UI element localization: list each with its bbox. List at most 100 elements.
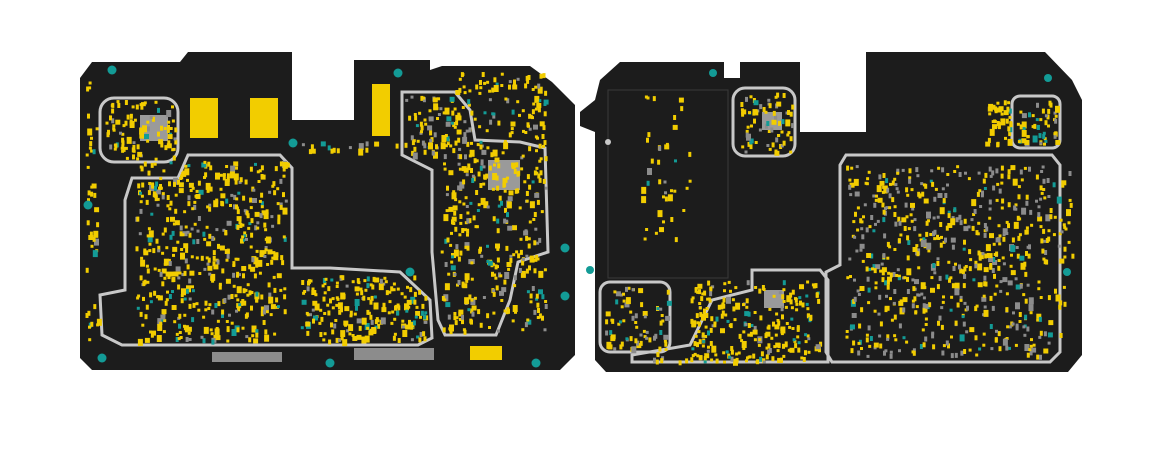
component-pad (1039, 185, 1043, 191)
component-pad (454, 320, 458, 326)
component-pad (527, 75, 531, 80)
circle-dot-icon (83, 200, 93, 210)
component-pad (772, 110, 776, 116)
component-pad (537, 173, 541, 179)
component-pad (1027, 253, 1031, 259)
component-pad (528, 220, 532, 224)
component-pad (413, 291, 417, 297)
component-pad (787, 131, 791, 135)
component-pad (1031, 347, 1037, 353)
component-pad (685, 358, 689, 364)
component-pad (183, 325, 189, 331)
component-pad (981, 252, 985, 256)
component-pad (1043, 331, 1047, 337)
component-pad (1010, 165, 1016, 171)
component-pad (980, 194, 984, 198)
component-pad (392, 282, 396, 286)
component-pad (942, 295, 945, 299)
component-pad (263, 255, 267, 258)
component-pad (861, 259, 865, 263)
component-pad (538, 99, 542, 103)
component-pad (210, 332, 214, 336)
component-pad (492, 173, 498, 180)
component-pad (449, 324, 454, 332)
component-pad (747, 333, 751, 337)
component-pad (703, 290, 707, 296)
component-pad (857, 350, 861, 356)
component-pad (1067, 221, 1071, 225)
component-pad (492, 150, 496, 156)
component-pad (709, 327, 713, 333)
component-pad (155, 189, 161, 195)
component-pad (475, 190, 479, 195)
component-pad (168, 207, 172, 211)
component-pad (909, 213, 913, 217)
component-pad (450, 260, 454, 264)
component-pad (726, 296, 731, 304)
component-pad (709, 287, 713, 291)
component-pad (367, 311, 371, 315)
component-pad (789, 347, 795, 353)
component-pad (320, 316, 324, 322)
component-pad (768, 348, 772, 353)
component-pad (284, 199, 288, 203)
component-pad (233, 161, 239, 167)
component-pad (662, 195, 665, 199)
component-pad (1017, 140, 1021, 144)
component-pad (1059, 218, 1063, 222)
component-pad (137, 294, 141, 298)
component-pad (958, 264, 961, 270)
component-pad (368, 330, 374, 336)
component-pad (409, 287, 413, 293)
component-pad (521, 328, 525, 332)
component-pad (905, 340, 909, 344)
component-pad (922, 342, 926, 348)
component-pad (242, 288, 246, 294)
component-pad (463, 91, 467, 95)
component-pad (617, 322, 621, 326)
component-pad (1025, 194, 1029, 200)
component-pad (891, 197, 895, 203)
component-pad (899, 307, 905, 315)
component-pad (171, 290, 174, 293)
component-pad (136, 157, 140, 161)
component-pad (255, 329, 259, 335)
component-pad (873, 309, 877, 313)
component-pad (946, 183, 949, 187)
component-pad (166, 128, 170, 134)
component-pad (804, 350, 807, 356)
component-pad (870, 215, 874, 220)
circle-dot-icon (288, 138, 298, 148)
component-pad (945, 340, 949, 346)
component-pad (674, 237, 678, 243)
component-pad (1038, 335, 1042, 339)
component-pad (977, 282, 983, 288)
component-pad (999, 280, 1003, 284)
component-pad (160, 125, 163, 131)
component-pad (215, 327, 219, 332)
component-pad (367, 297, 371, 301)
component-pad (472, 215, 476, 221)
component-pad (216, 259, 220, 265)
component-pad (137, 338, 143, 346)
component-pad (457, 154, 461, 159)
component-pad (273, 253, 279, 261)
component-pad (852, 220, 856, 224)
circle-dot-icon (605, 139, 611, 145)
component-pad (1028, 112, 1031, 118)
component-pad (90, 149, 94, 153)
component-pad (142, 281, 146, 287)
component-pad (969, 258, 973, 262)
component-pad (665, 315, 671, 321)
component-pad (645, 336, 649, 340)
component-pad (978, 252, 984, 260)
component-pad (120, 146, 124, 150)
component-pad (330, 322, 333, 328)
component-pad (124, 146, 128, 150)
component-pad (178, 271, 182, 275)
component-pad (209, 186, 213, 192)
component-pad (542, 125, 546, 131)
component-pad (155, 181, 159, 187)
component-pad (512, 305, 518, 312)
